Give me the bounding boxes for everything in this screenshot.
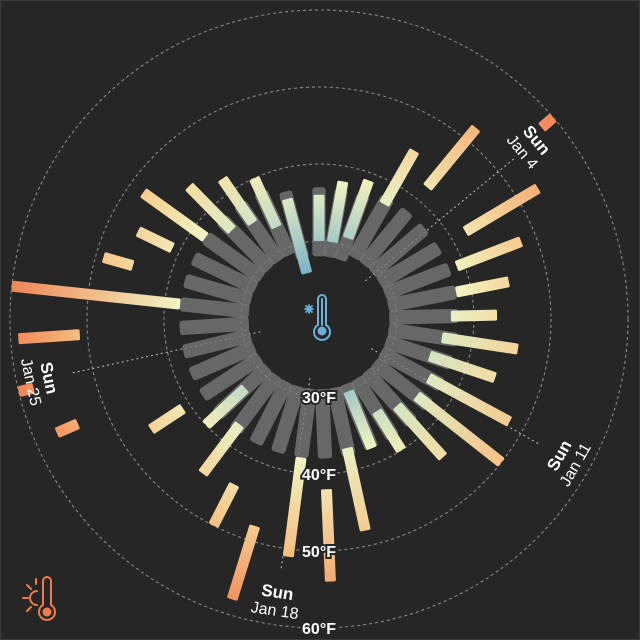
- normal-band: [182, 329, 252, 359]
- temperature-bar: [423, 125, 480, 191]
- temperature-bar: [342, 446, 371, 532]
- temperature-bar: [55, 419, 80, 438]
- normal-band: [327, 386, 356, 457]
- normal-band: [389, 308, 459, 325]
- temperature-bar: [379, 148, 419, 207]
- normal-band: [183, 274, 253, 306]
- temperature-bar: [426, 373, 512, 427]
- normal-band: [294, 388, 317, 459]
- temperature-bar: [283, 456, 307, 558]
- week-date-label: Jan 18: [250, 599, 300, 623]
- normal-band: [348, 195, 394, 261]
- normal-band: [387, 285, 457, 312]
- normal-band: [376, 242, 442, 288]
- temperature-bar: [321, 489, 336, 582]
- snowflake-thermometer-icon: [304, 294, 331, 341]
- temperature-bar: [198, 421, 244, 477]
- normal-band: [315, 389, 333, 459]
- normal-band: [250, 379, 293, 446]
- ring-label-40: 40°F: [302, 467, 336, 484]
- temperature-bar: [185, 183, 236, 234]
- temperature-bar: [428, 351, 497, 383]
- ring-60: [9, 9, 629, 629]
- normal-band: [179, 316, 250, 336]
- ring-label-50: 50°F: [302, 544, 336, 561]
- reference-rings: [9, 9, 629, 629]
- ring-label-60: 60°F: [302, 621, 336, 638]
- temperature-bar: [455, 236, 523, 271]
- temperature-bar: [538, 113, 557, 132]
- normal-band: [271, 384, 305, 454]
- temperature-bar: [463, 184, 541, 236]
- daily-temperature-bars: [11, 113, 557, 601]
- temperature-bar: [140, 188, 209, 242]
- temperature-bar: [343, 389, 377, 450]
- normal-band: [179, 297, 250, 319]
- temperature-bar: [148, 404, 186, 434]
- normal-band: [382, 263, 452, 300]
- normal-band: [202, 232, 265, 283]
- normal-band: [387, 322, 458, 347]
- temperature-bar: [202, 384, 249, 429]
- normal-band: [368, 223, 429, 278]
- temperature-bar: [313, 194, 325, 241]
- temperature-bar: [413, 392, 505, 467]
- temperature-bar: [102, 252, 135, 271]
- temperature-bar: [372, 408, 406, 453]
- temperature-bar: [249, 176, 282, 229]
- normal-band: [359, 207, 412, 269]
- sun-thermometer-icon: [22, 576, 56, 621]
- temperature-bar: [441, 332, 519, 355]
- ring-label-30: 30°F: [302, 390, 336, 407]
- temperature-bar: [208, 482, 239, 528]
- normal-band: [189, 341, 257, 381]
- temperature-bar: [282, 197, 312, 275]
- temperature-bar: [450, 309, 498, 322]
- temperature-bar: [18, 329, 81, 345]
- week-day-label: Sun: [260, 581, 295, 605]
- normal-band: [191, 252, 258, 294]
- normal-band: [230, 372, 282, 434]
- normal-band: [199, 352, 264, 401]
- temperature-bar: [218, 176, 257, 226]
- temperature-bar: [17, 383, 35, 397]
- temperature-bar: [393, 402, 447, 461]
- temperature-bar: [343, 178, 374, 240]
- temperature-bar: [327, 180, 349, 243]
- ring-50: [86, 86, 552, 552]
- temperature-bar: [455, 276, 510, 298]
- temperature-bar: [227, 524, 260, 601]
- ring-labels: 30°F 40°F 50°F 60°F: [300, 388, 338, 639]
- temperature-bar: [11, 280, 181, 310]
- temperature-bar: [136, 226, 175, 253]
